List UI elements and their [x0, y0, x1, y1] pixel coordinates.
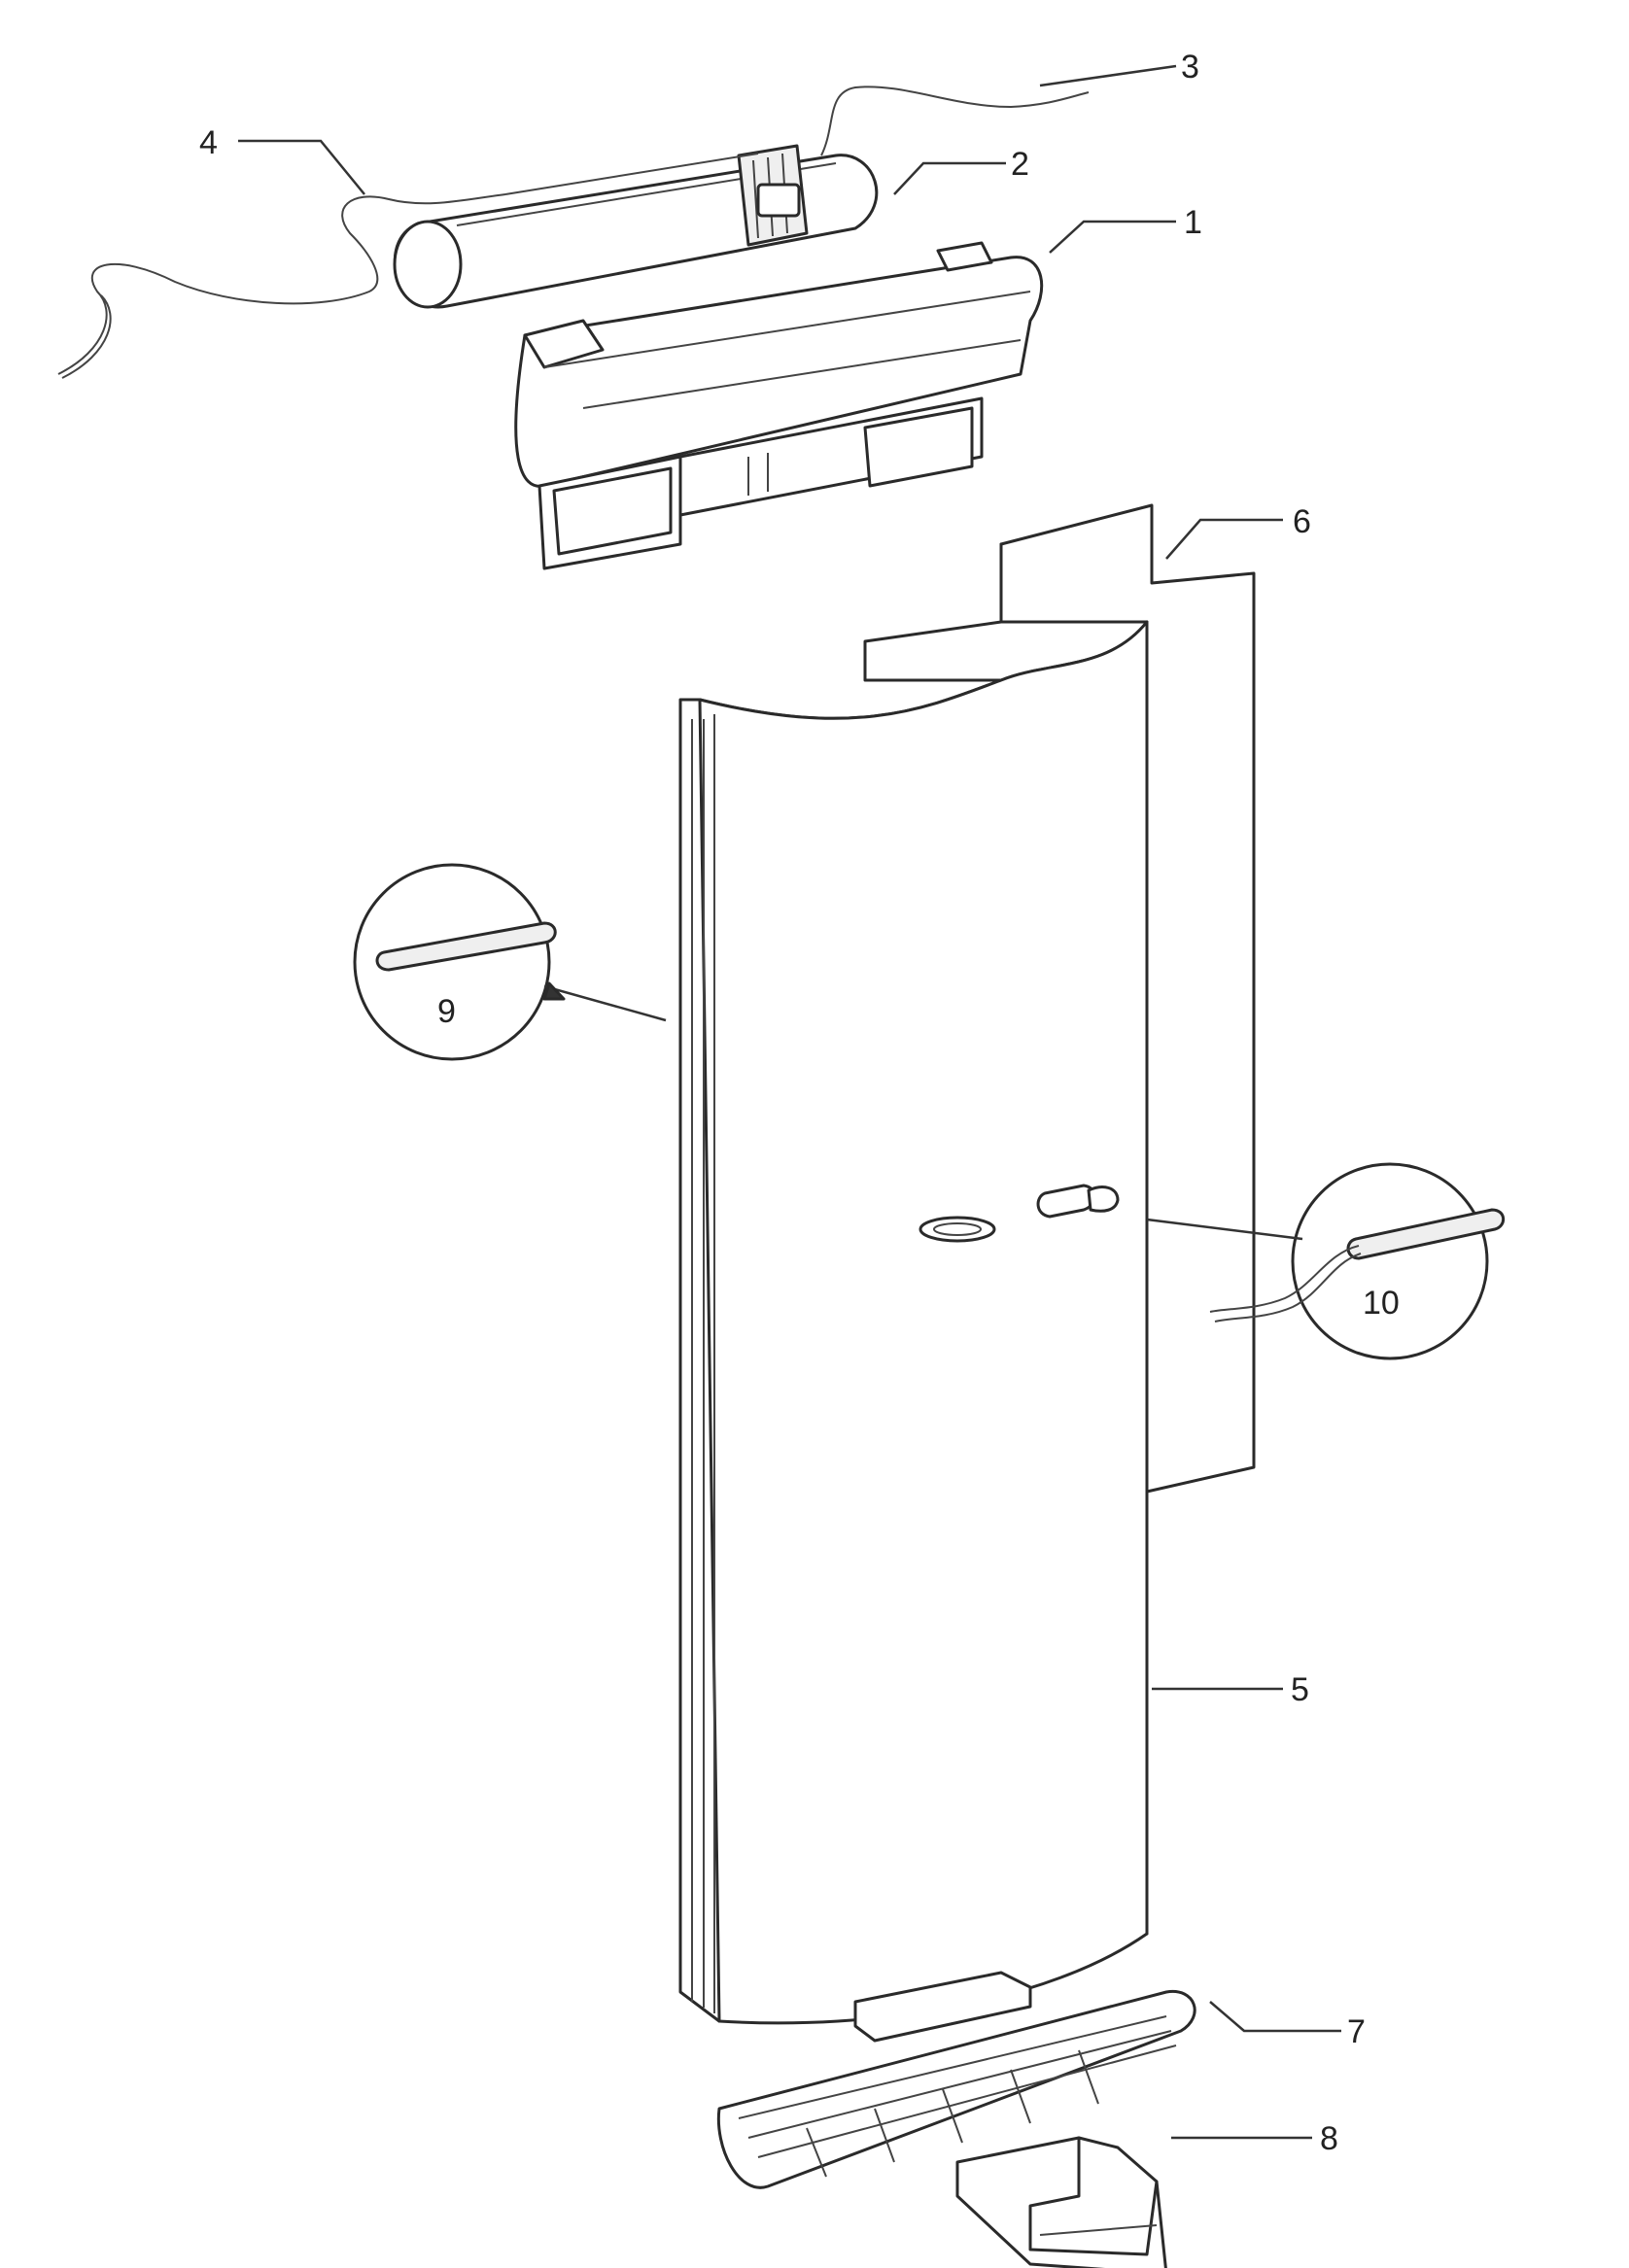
callout-6: 6	[1293, 503, 1311, 540]
part-6-rear-sheet	[863, 503, 1256, 1494]
part-1-housing	[514, 241, 1044, 570]
callout-7: 7	[1347, 2013, 1366, 2050]
leader-4	[238, 139, 365, 195]
callout-9: 9	[437, 993, 456, 1030]
part-7-tray	[716, 1971, 1196, 2189]
leader-1	[1049, 220, 1176, 254]
leader-3	[1039, 64, 1177, 87]
callout-labels: 3 4 2 1 6 9 10 5 7 8	[199, 49, 1400, 2157]
callout-8: 8	[1320, 2120, 1338, 2157]
callout-5: 5	[1291, 1671, 1309, 1708]
leader-7	[1209, 2001, 1341, 2033]
part-4-cable	[57, 193, 506, 379]
callout-10: 10	[1363, 1285, 1400, 1322]
part-8-bin	[955, 2136, 1167, 2268]
part-3-cable	[820, 86, 1090, 156]
part-5-door-panel	[678, 620, 1149, 2025]
callout-2: 2	[1011, 146, 1029, 183]
part-9-detail	[353, 863, 667, 1061]
part-10-detail	[1146, 1162, 1506, 1360]
callout-1: 1	[1184, 204, 1202, 241]
leader-2	[893, 161, 1006, 195]
part-2-cylinder	[393, 144, 879, 309]
leader-lines	[238, 64, 1341, 2140]
callout-3: 3	[1181, 49, 1199, 86]
leader-6	[1165, 518, 1283, 560]
callout-4: 4	[199, 124, 218, 161]
